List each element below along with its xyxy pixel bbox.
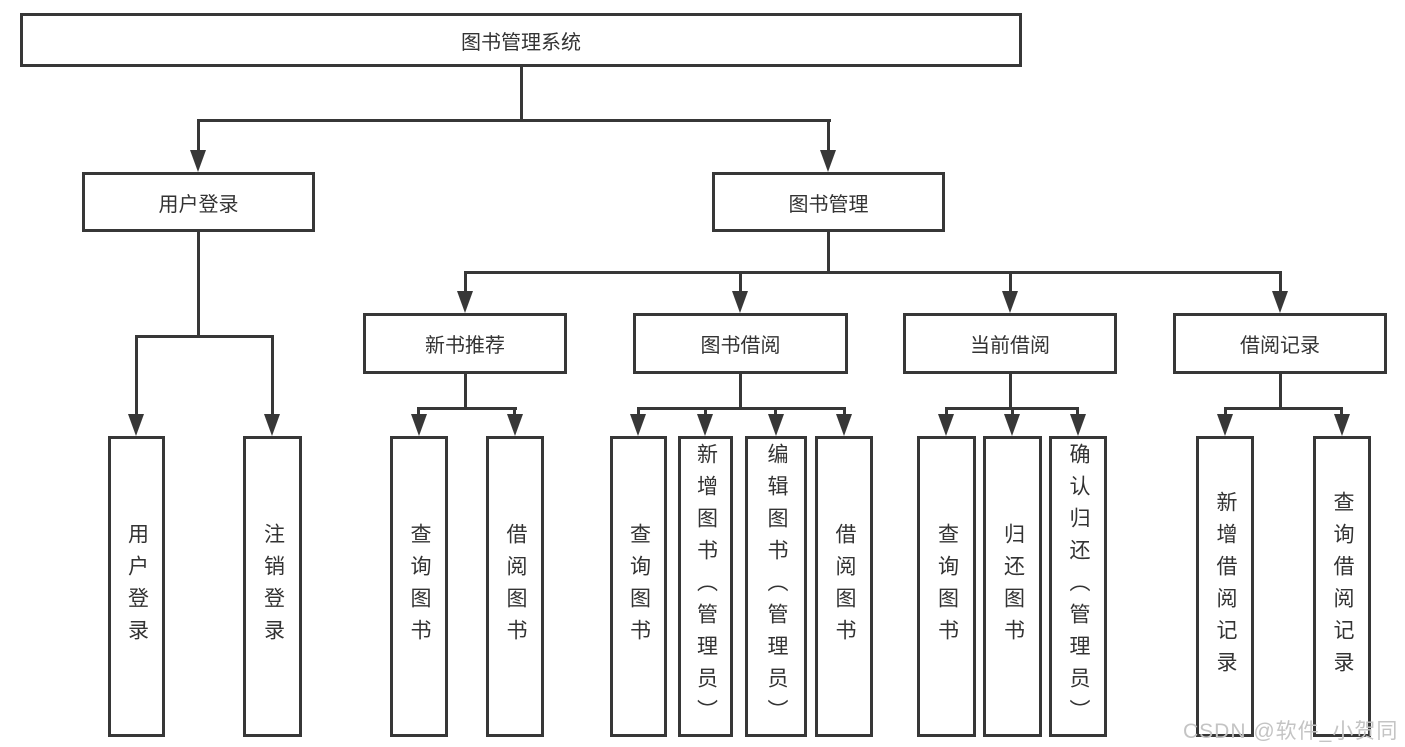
connector-drop	[637, 407, 640, 419]
connector-bookborrow-horizontal	[637, 407, 846, 410]
connector-drop-newbook	[464, 271, 467, 293]
connector-userlogin-stem	[197, 232, 200, 335]
arrow-down-icon	[457, 291, 473, 313]
connector-drop-leaf-userlogin	[135, 335, 138, 416]
connector-drop-borrowrecords	[1279, 271, 1282, 293]
connector-drop	[945, 407, 948, 419]
connector-bookmgmt-stem	[827, 232, 830, 271]
connector-drop-leaf-logout	[271, 335, 274, 416]
arrow-down-icon	[411, 414, 427, 436]
node-root-system: 图书管理系统	[20, 13, 1022, 67]
connector-drop	[1011, 407, 1014, 419]
connector-drop	[704, 407, 707, 419]
leaf-user-login: 用户登录	[108, 436, 165, 737]
connector-drop-book-mgmt	[827, 119, 830, 153]
arrow-down-icon	[732, 291, 748, 313]
connector-drop-user-login	[197, 119, 200, 153]
connector-borrowrecords-stem	[1279, 374, 1282, 407]
leaf-logout: 注销登录	[243, 436, 302, 737]
leaf-borrow-books: 借阅图书	[815, 436, 873, 737]
leaf-return-book: 归还图书	[983, 436, 1042, 737]
connector-bookborrow-stem	[739, 374, 742, 407]
arrow-down-icon	[507, 414, 523, 436]
csdn-watermark: CSDN @软件_小贺同学	[1183, 720, 1399, 743]
leaf-confirm-return-admin: 确认归还（管理员）	[1049, 436, 1107, 737]
connector-bookmgmt-horizontal	[464, 271, 1281, 274]
connector-drop	[1340, 407, 1343, 419]
node-book-borrowing: 图书借阅	[633, 313, 848, 374]
arrow-down-icon	[190, 150, 206, 172]
connector-drop	[843, 407, 846, 419]
connector-drop	[513, 407, 516, 419]
connector-userlogin-horizontal	[135, 335, 274, 338]
arrow-down-icon	[1217, 414, 1233, 436]
arrow-down-icon	[1002, 291, 1018, 313]
connector-drop-bookborrow	[739, 271, 742, 293]
connector-drop	[1076, 407, 1079, 419]
arrow-down-icon	[768, 414, 784, 436]
connector-drop-currentborrow	[1009, 271, 1012, 293]
arrow-down-icon	[128, 414, 144, 436]
connector-borrowrecords-horizontal	[1224, 407, 1343, 410]
arrow-down-icon	[938, 414, 954, 436]
connector-newbook-horizontal	[417, 407, 517, 410]
leaf-borrow-books-recommend: 借阅图书	[486, 436, 544, 737]
arrow-down-icon	[1070, 414, 1086, 436]
arrow-down-icon	[836, 414, 852, 436]
arrow-down-icon	[1272, 291, 1288, 313]
arrow-down-icon	[697, 414, 713, 436]
node-borrowing-records: 借阅记录	[1173, 313, 1387, 374]
node-current-borrowing: 当前借阅	[903, 313, 1117, 374]
leaf-edit-book-admin: 编辑图书（管理员）	[745, 436, 807, 737]
connector-root-horizontal	[197, 119, 831, 122]
arrow-down-icon	[1334, 414, 1350, 436]
leaf-add-book-admin: 新增图书（管理员）	[678, 436, 733, 737]
arrow-down-icon	[820, 150, 836, 172]
arrow-down-icon	[630, 414, 646, 436]
leaf-query-books-current: 查询图书	[917, 436, 976, 737]
connector-drop	[774, 407, 777, 419]
arrow-down-icon	[1004, 414, 1020, 436]
connector-newbook-stem	[464, 374, 467, 407]
connector-currentborrow-stem	[1009, 374, 1012, 407]
node-new-book-recommend: 新书推荐	[363, 313, 567, 374]
node-user-login-branch: 用户登录	[82, 172, 315, 232]
connector-root-stem	[520, 67, 523, 119]
leaf-query-borrow-record: 查询借阅记录	[1313, 436, 1371, 737]
node-book-management-branch: 图书管理	[712, 172, 945, 232]
leaf-add-borrow-record: 新增借阅记录	[1196, 436, 1254, 737]
leaf-query-books-borrowing: 查询图书	[610, 436, 667, 737]
connector-drop	[1224, 407, 1227, 419]
arrow-down-icon	[264, 414, 280, 436]
leaf-query-books-recommend: 查询图书	[390, 436, 448, 737]
connector-drop	[417, 407, 420, 419]
